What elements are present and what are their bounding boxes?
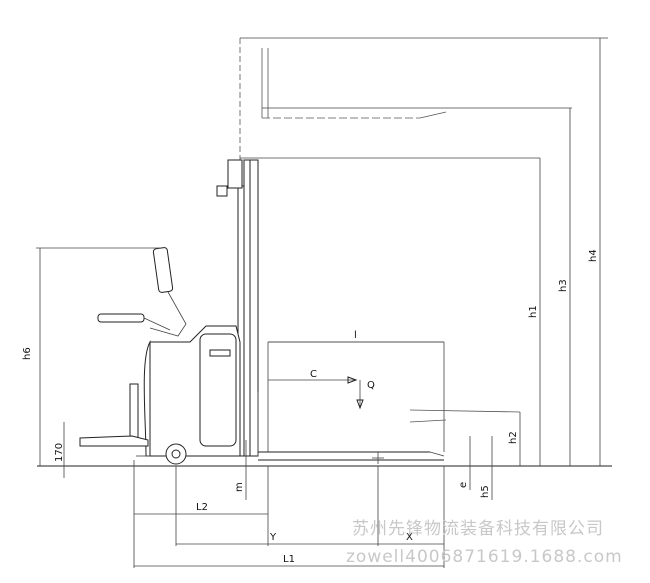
platform-and-wheels (79, 383, 187, 465)
label-e: e (458, 482, 469, 488)
label-h3: h3 (558, 279, 569, 292)
forks (258, 409, 521, 461)
label-h1: h1 (528, 305, 539, 318)
label-h5: h5 (480, 485, 491, 498)
label-170: 170 (54, 443, 65, 462)
label-h4: h4 (588, 249, 599, 262)
load-center-marks (268, 376, 384, 464)
truck-body (143, 325, 241, 457)
label-q: Q (367, 380, 375, 391)
watermark-company: 苏州先锋物流装备科技有限公司 (352, 519, 604, 539)
horizontal-dimensions (133, 341, 445, 568)
vertical-dimensions (36, 38, 601, 500)
label-l: l (354, 330, 357, 341)
label-l1: L1 (283, 554, 295, 565)
label-m: m (234, 482, 245, 492)
watermark-contact: zowell4006871619.1688.com (346, 547, 623, 567)
tiller (97, 247, 187, 337)
mast (216, 159, 259, 457)
raised-mast-outline (239, 37, 608, 160)
load-box (267, 341, 445, 452)
label-x: X (406, 532, 413, 543)
label-y: Y (269, 532, 277, 543)
label-c: C (310, 369, 317, 380)
label-l2: L2 (196, 502, 208, 513)
label-h6: h6 (22, 347, 33, 360)
label-h2: h2 (508, 431, 519, 444)
